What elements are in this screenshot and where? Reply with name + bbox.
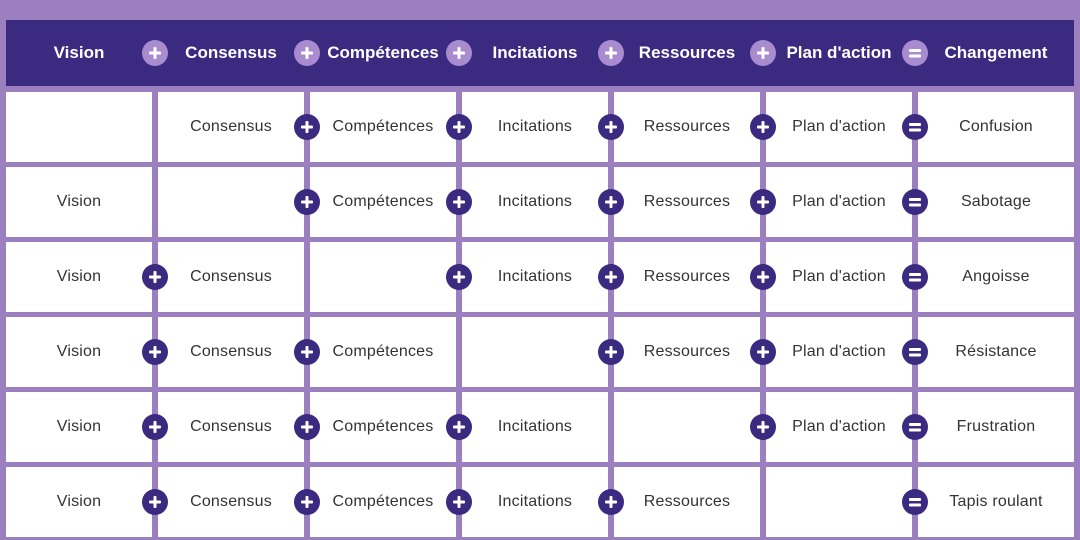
equals-icon (902, 414, 928, 440)
plus-icon (142, 339, 168, 365)
equals-icon (902, 264, 928, 290)
header-2: Compétences (327, 43, 439, 62)
cell-r2-c5: Plan d'action (766, 242, 912, 312)
cell-r4-c0: Vision (6, 392, 152, 462)
header-3: Incitations (492, 43, 578, 62)
plus-icon (598, 489, 624, 515)
cell-r4-c5: Plan d'action (766, 392, 912, 462)
plus-icon (446, 489, 472, 515)
cell-r1-c1 (158, 167, 304, 237)
cell-r0-c5: Plan d'action (766, 92, 912, 162)
equals-icon (902, 40, 928, 66)
plus-icon (598, 339, 624, 365)
plus-icon (598, 264, 624, 290)
plus-icon (446, 264, 472, 290)
cell-r1-c4: Ressources (614, 167, 760, 237)
cell-r3-c4: Ressources (614, 317, 760, 387)
cell-r2-c6: Angoisse (918, 242, 1074, 312)
cell-r5-c6: Tapis roulant (918, 467, 1074, 537)
cell-r0-c0 (6, 92, 152, 162)
plus-icon (750, 189, 776, 215)
plus-icon (142, 489, 168, 515)
cell-r4-c6: Frustration (918, 392, 1074, 462)
equals-icon (902, 339, 928, 365)
cell-r3-c3 (462, 317, 608, 387)
equals-icon (902, 189, 928, 215)
cell-r1-c2: Compétences (310, 167, 456, 237)
cell-r4-c4 (614, 392, 760, 462)
cell-r5-c0: Vision (6, 467, 152, 537)
cell-r4-c1: Consensus (158, 392, 304, 462)
cell-r1-c3: Incitations (462, 167, 608, 237)
plus-icon (750, 40, 776, 66)
plus-icon (598, 40, 624, 66)
cell-r4-c2: Compétences (310, 392, 456, 462)
plus-icon (142, 414, 168, 440)
header-0: Vision (53, 43, 105, 62)
cell-r0-c6: Confusion (918, 92, 1074, 162)
plus-icon (294, 489, 320, 515)
cell-r5-c3: Incitations (462, 467, 608, 537)
cell-r0-c1: Consensus (158, 92, 304, 162)
cell-r5-c5 (766, 467, 912, 537)
cell-r3-c0: Vision (6, 317, 152, 387)
cell-r1-c6: Sabotage (918, 167, 1074, 237)
equals-icon (902, 489, 928, 515)
cell-r5-c2: Compétences (310, 467, 456, 537)
cell-r0-c3: Incitations (462, 92, 608, 162)
header-5: Plan d'action (786, 43, 892, 62)
plus-icon (750, 264, 776, 290)
plus-icon (446, 189, 472, 215)
header-band (6, 20, 1074, 86)
plus-icon (142, 40, 168, 66)
cell-r5-c4: Ressources (614, 467, 760, 537)
plus-icon (294, 189, 320, 215)
cell-r2-c4: Ressources (614, 242, 760, 312)
plus-icon (446, 114, 472, 140)
plus-icon (294, 40, 320, 66)
cell-r3-c2: Compétences (310, 317, 456, 387)
cell-r0-c4: Ressources (614, 92, 760, 162)
plus-icon (446, 40, 472, 66)
cell-r5-c1: Consensus (158, 467, 304, 537)
cell-r3-c5: Plan d'action (766, 317, 912, 387)
header-1: Consensus (185, 43, 277, 62)
cell-r3-c6: Résistance (918, 317, 1074, 387)
cell-r2-c2 (310, 242, 456, 312)
plus-icon (294, 414, 320, 440)
plus-icon (750, 339, 776, 365)
plus-icon (598, 114, 624, 140)
plus-icon (750, 414, 776, 440)
cell-r2-c0: Vision (6, 242, 152, 312)
plus-icon (446, 414, 472, 440)
plus-icon (142, 264, 168, 290)
cell-r1-c0: Vision (6, 167, 152, 237)
cell-r0-c2: Compétences (310, 92, 456, 162)
header-4: Ressources (638, 43, 736, 62)
equals-icon (902, 114, 928, 140)
plus-icon (598, 189, 624, 215)
cell-r3-c1: Consensus (158, 317, 304, 387)
cell-r2-c1: Consensus (158, 242, 304, 312)
cell-r1-c5: Plan d'action (766, 167, 912, 237)
plus-icon (294, 114, 320, 140)
header-6: Changement (944, 43, 1048, 62)
plus-icon (294, 339, 320, 365)
plus-icon (750, 114, 776, 140)
cell-r2-c3: Incitations (462, 242, 608, 312)
cell-r4-c3: Incitations (462, 392, 608, 462)
